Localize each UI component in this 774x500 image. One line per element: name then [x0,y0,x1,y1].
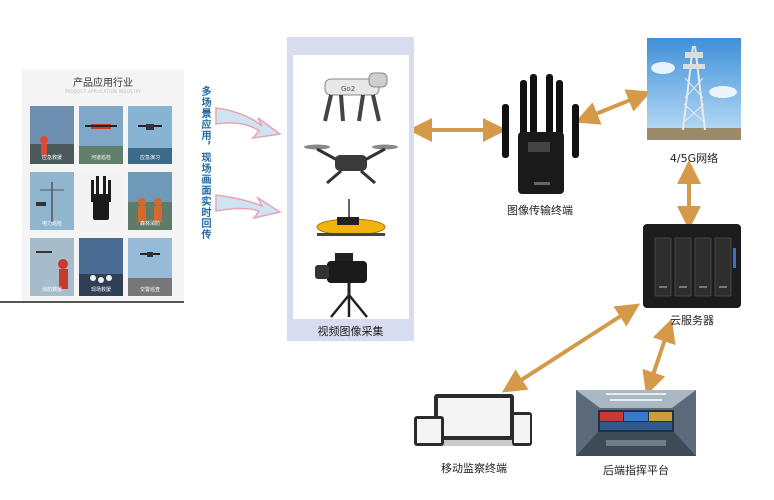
industry-tile-label: 森林消防 [139,221,160,227]
network-label: 4/5G网络 [669,152,719,165]
industry-tile-label: 消防救援 [41,287,62,293]
robot-dog-mark: Go2 [341,85,355,93]
industry-tile-label: 交警巡查 [139,287,160,293]
scenario-caption: 多场景应用，现场画面实时回传 [199,86,210,240]
arrow-cloud-mobile [501,303,641,393]
industry-tile-label: 应急救援 [41,155,62,161]
industry-tile: 交警巡查 [128,238,172,296]
cloud-server-label: 云服务器 [670,314,714,327]
camcorder-icon [315,253,368,318]
industry-tile-label: 电力巡检 [41,221,62,227]
boat-icon [316,199,386,236]
industry-tile: 现场救援 [79,238,123,296]
industry-tile-label: 河道巡检 [90,155,111,161]
arrow-cloud-command [642,318,676,396]
industry-tile-label: 现场救援 [90,287,111,293]
industry-tile-device [79,172,123,230]
command-center-label: 后端指挥平台 [603,464,669,477]
industry-tile: 应急救援 [30,106,74,164]
cloud-server-icon [643,224,741,308]
curved-arrow-bottom [215,194,282,220]
mobile-terminal-icon [414,394,532,446]
capture-panel-label: 视频图像采集 [317,325,384,338]
curved-arrow-top [215,107,282,140]
transmitter-label: 图像传输终端 [507,204,573,217]
industry-tile: 河道巡检 [79,106,123,164]
capture-panel: Go2 视频图像采集 [287,37,414,341]
panel-baseline [0,301,184,303]
transmitter-device-icon [502,74,579,194]
industry-panel-subtitle: PRODUCT APPLICATION INDUSTRY [64,89,142,94]
industry-tile: 消防救援 [30,238,74,296]
arrow-transmitter-network [574,89,652,125]
industry-panel: 产品应用行业 PRODUCT APPLICATION INDUSTRY 应急救援… [22,70,184,302]
mobile-terminal-label: 移动监察终端 [441,462,507,475]
robot-dog-icon: Go2 [323,72,388,122]
capture-device-list: Go2 [293,55,409,319]
industry-tile: 电力巡检 [30,172,74,230]
industry-panel-title: 产品应用行业 [73,78,133,89]
cell-tower-icon [647,38,741,140]
drone-icon [304,144,398,185]
industry-tile: 应急演习 [128,106,172,164]
industry-tile-label: 应急演习 [139,155,160,161]
command-center-icon [576,390,696,456]
industry-tile: 森林消防 [128,172,172,230]
